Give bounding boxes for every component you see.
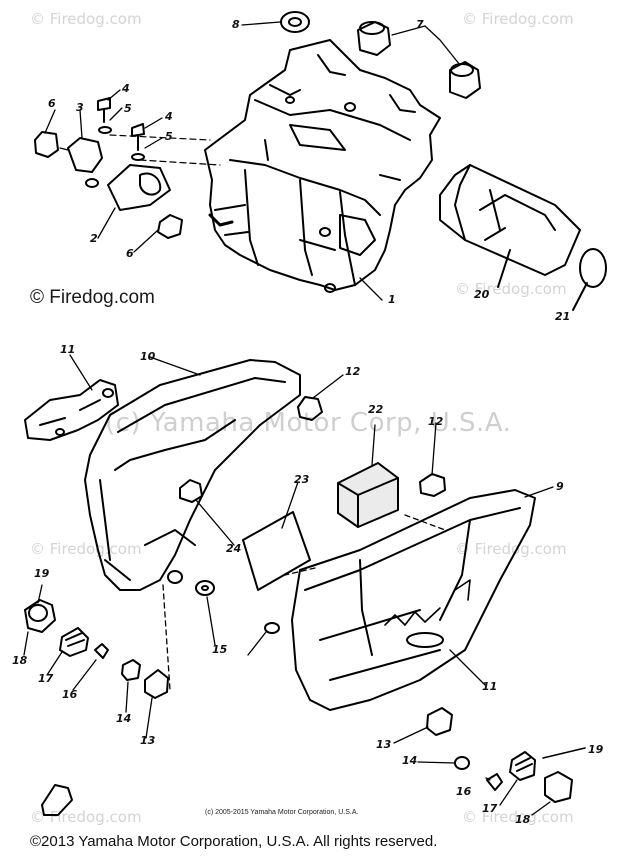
callout-4-lower: 4 <box>165 110 173 123</box>
washer-part-15 <box>195 580 215 596</box>
callout-18-left: 18 <box>12 654 28 667</box>
callout-17-left: 17 <box>38 672 54 685</box>
damper-part-13-right <box>426 707 453 736</box>
battery-box-frame <box>204 39 441 293</box>
callout-12-upper: 12 <box>345 365 361 378</box>
callout-17-right: 17 <box>482 802 498 815</box>
right-fastener-set <box>486 747 586 803</box>
left-side-cover-part-10 <box>84 359 301 591</box>
watermark-top-left: © Firedog.com <box>30 10 142 28</box>
callout-6-upper: 6 <box>48 97 56 110</box>
callout-8: 8 <box>232 18 240 31</box>
damper-part-24 <box>179 479 203 503</box>
callout-18-right: 18 <box>515 813 531 826</box>
callout-11-lower: 11 <box>482 680 498 693</box>
callout-3: 3 <box>76 101 84 114</box>
grommet-part-14-left <box>121 659 141 681</box>
watermark-mid-right: © Firedog.com <box>455 280 567 298</box>
callout-21: 21 <box>555 310 571 323</box>
main-copyright: ©2013 Yamaha Motor Corporation, U.S.A. A… <box>30 833 438 850</box>
clip-part-12-upper <box>297 396 323 421</box>
small-copyright: (c) 2005-2015 Yamaha Motor Corporation, … <box>205 809 359 816</box>
callout-14-right: 14 <box>402 754 418 767</box>
callout-6-lower: 6 <box>126 247 134 260</box>
callout-23: 23 <box>294 473 310 486</box>
watermark-bottom-right: © Firedog.com <box>462 808 574 826</box>
callout-2: 2 <box>90 232 98 245</box>
watermark-lower-left: © Firedog.com <box>30 540 142 558</box>
callout-19-right: 19 <box>588 743 604 756</box>
callout-12-lower: 12 <box>428 415 444 428</box>
watermark-bottom-left: © Firedog.com <box>30 808 142 826</box>
callout-5-upper: 5 <box>124 102 132 115</box>
battery-band-part-20 <box>439 164 581 276</box>
callout-14-left: 14 <box>116 712 132 725</box>
callout-1: 1 <box>388 293 396 306</box>
callout-11-upper: 11 <box>60 343 76 356</box>
bracket-part-11-upper <box>24 379 119 441</box>
label-plate-part-23 <box>242 511 311 591</box>
grommet-part-14-right <box>454 756 470 770</box>
callout-7: 7 <box>416 18 424 31</box>
grommet-part-8 <box>280 11 310 33</box>
callout-10: 10 <box>140 350 156 363</box>
callout-16-right: 16 <box>456 785 472 798</box>
watermark-lower-right: © Firedog.com <box>455 540 567 558</box>
left-fastener-set <box>24 599 109 659</box>
callout-5-lower: 5 <box>165 130 173 143</box>
watermark-site-prominent: © Firedog.com <box>30 287 155 308</box>
o-ring-part-21 <box>579 248 607 288</box>
callout-24: 24 <box>226 542 242 555</box>
hardware-parts-2-6 <box>34 97 221 239</box>
watermark-top-right: © Firedog.com <box>462 10 574 28</box>
cap-part-12-lower <box>419 473 446 497</box>
callout-16-left: 16 <box>62 688 78 701</box>
callout-9: 9 <box>556 480 564 493</box>
leader-lines <box>23 21 554 816</box>
right-side-cover-part-9 <box>291 489 536 711</box>
box-part-22 <box>337 462 399 528</box>
callout-20: 20 <box>474 288 490 301</box>
callout-22: 22 <box>368 403 384 416</box>
callout-4-upper: 4 <box>122 82 130 95</box>
callout-19-left: 19 <box>34 567 50 580</box>
callout-15: 15 <box>212 643 228 656</box>
bottom-bracket <box>41 784 73 816</box>
damper-part-7 <box>357 21 481 99</box>
damper-part-13-left <box>144 669 169 699</box>
callout-13-left: 13 <box>140 734 156 747</box>
callout-13-right: 13 <box>376 738 392 751</box>
watermark-yamaha-center: (c) Yamaha Motor Corp, U.S.A. <box>105 408 512 438</box>
